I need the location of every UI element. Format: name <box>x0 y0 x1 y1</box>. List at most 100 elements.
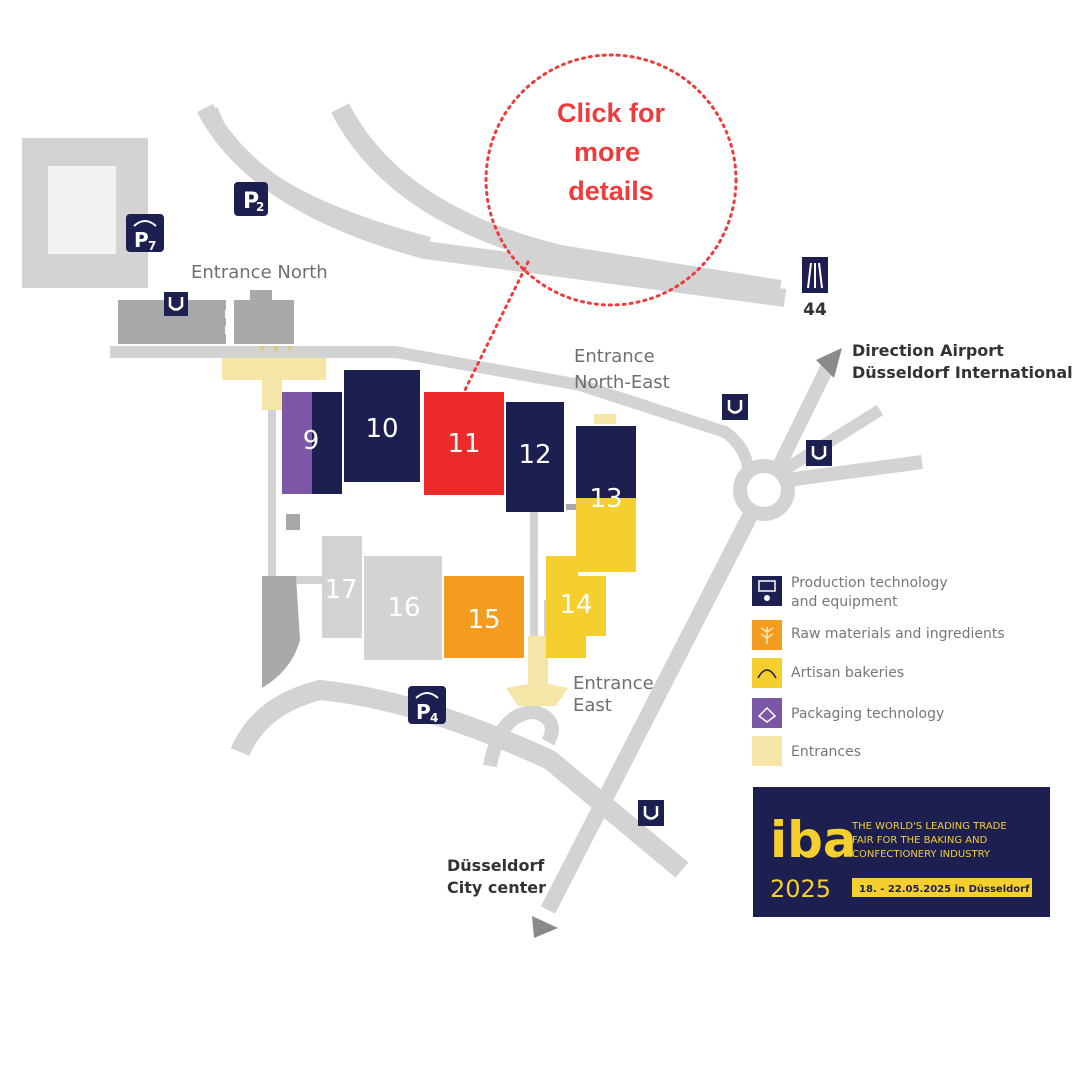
buildings <box>22 138 300 688</box>
road-small-arc <box>212 107 431 243</box>
parking-p4[interactable]: P 4 <box>408 686 446 725</box>
subway-u-glyph <box>643 806 659 820</box>
road-loop <box>483 704 559 768</box>
parking-p7[interactable]: P 7 <box>126 214 164 253</box>
road-boulevard <box>110 346 754 470</box>
subway-icon <box>164 292 188 316</box>
banner-dates: 18. - 22.05.2025 in Düsseldorf <box>859 884 1030 895</box>
callout-line-1[interactable]: Click for <box>557 98 666 128</box>
subway-north <box>164 292 188 316</box>
building-north-east <box>234 300 294 344</box>
hall-17[interactable] <box>322 536 362 638</box>
hall-11-label: 11 <box>447 429 480 459</box>
entrances <box>222 346 616 706</box>
hall-9-packaging[interactable] <box>282 392 314 494</box>
entrance-north-plaza <box>222 358 326 380</box>
motorway-44-sign: 44 <box>802 257 828 320</box>
parking-p7-letter: P <box>134 228 149 252</box>
parking-p2[interactable]: P 2 <box>234 182 268 216</box>
subway-icon <box>806 440 832 466</box>
building-west-carpark <box>262 576 300 688</box>
parking-p2-icon[interactable] <box>234 182 268 216</box>
iba-banner[interactable]: iba THE WORLD'S LEADING TRADE FAIR FOR T… <box>753 787 1050 917</box>
subway-roundabout <box>806 440 832 466</box>
hall-10-label: 10 <box>365 414 398 444</box>
banner-tagline-3: CONFECTIONERY INDUSTRY <box>852 849 991 860</box>
legend-production-1: Production technology <box>791 575 948 591</box>
city-arrow-icon <box>532 916 558 938</box>
croissant-icon <box>752 658 782 688</box>
parking-p7-number: 7 <box>148 239 156 253</box>
hall-16-label: 16 <box>387 593 420 623</box>
parking-p4-letter: P <box>416 700 431 724</box>
hall-9-label: 9 <box>303 426 320 456</box>
road-east <box>786 455 923 487</box>
legend-raw-materials: Raw materials and ingredients <box>791 626 1005 642</box>
entrance-arrow-2 <box>272 346 280 352</box>
entrance-swatch <box>752 736 782 766</box>
subway-u-glyph <box>727 400 743 414</box>
label-entrance-north: Entrance North <box>191 262 328 283</box>
label-city-1: Düsseldorf <box>447 856 545 875</box>
hall-14[interactable] <box>546 556 606 658</box>
entrance-arrow-1 <box>258 346 266 352</box>
label-entrance-ne-2: North-East <box>574 372 670 393</box>
entrance-east-plaza <box>506 636 568 706</box>
banner-tagline-1: THE WORLD'S LEADING TRADE <box>851 821 1007 832</box>
label-airport-2: Düsseldorf International <box>852 363 1073 382</box>
legend-artisan: Artisan bakeries <box>791 665 904 681</box>
callout-line-2[interactable]: more <box>574 137 640 167</box>
hall-13-label: 13 <box>589 484 622 514</box>
hall-15[interactable] <box>444 576 524 658</box>
subway-u-glyph <box>811 446 827 460</box>
subway-icon <box>722 394 748 420</box>
callout-circle[interactable] <box>484 53 738 307</box>
package-icon-glyph <box>757 706 777 723</box>
building-small <box>286 514 300 530</box>
entrance-gap-bottom <box>225 326 234 334</box>
hall-12-label: 12 <box>518 440 551 470</box>
hall-13-production[interactable] <box>576 426 636 498</box>
label-entrance-ne-1: Entrance <box>574 346 655 367</box>
subway-south <box>638 800 664 826</box>
croissant-icon-glyph <box>757 669 777 679</box>
hall-12[interactable] <box>506 402 564 512</box>
parking-p4-number: 4 <box>430 711 438 725</box>
package-icon <box>752 698 782 728</box>
callout-line-3[interactable]: details <box>568 176 654 206</box>
wheat-icon-glyph <box>760 627 774 644</box>
label-airport-1: Direction Airport <box>852 341 1004 360</box>
halls: 9 10 11 12 13 14 15 16 17 <box>282 370 636 660</box>
hall-17-label: 17 <box>324 575 357 605</box>
entrance-north-east-patch <box>594 414 616 424</box>
parking-p2-number: 2 <box>256 200 264 214</box>
road-top-arc-inner <box>331 103 782 300</box>
entrance-arrow-3 <box>286 346 294 352</box>
place-labels: Entrance North Entrance North-East Entra… <box>191 262 1073 897</box>
hall-11[interactable] <box>424 392 504 495</box>
legend-packaging: Packaging technology <box>791 706 944 722</box>
iba-logo: iba <box>770 811 857 869</box>
hall-13-artisan[interactable] <box>576 498 636 572</box>
hall-9-production[interactable] <box>312 392 342 494</box>
subway-icon <box>638 800 664 826</box>
legend-entrances: Entrances <box>791 744 861 760</box>
roundabout <box>733 459 795 521</box>
legend: Production technology and equipment Raw … <box>752 575 1005 766</box>
parking-p7-roof-icon <box>133 220 157 227</box>
motorway-lanes <box>807 262 823 289</box>
airport-arrow-icon <box>816 348 842 378</box>
parking-p4-roof-icon <box>415 692 439 699</box>
hall-10[interactable] <box>344 370 420 482</box>
label-entrance-east-2: East <box>573 695 612 716</box>
hall-14-label: 14 <box>559 590 592 620</box>
entrance-gap-top <box>225 310 234 318</box>
subway-u-glyph <box>168 297 184 311</box>
banner-year: 2025 <box>770 875 831 903</box>
road-top-arc-outer <box>197 103 787 307</box>
details-callout[interactable]: Click for more details <box>462 53 738 394</box>
entrance-north-walk <box>262 378 282 410</box>
hall-16[interactable] <box>364 556 442 660</box>
banner-tagline-2: FAIR FOR THE BAKING AND <box>852 835 988 846</box>
label-entrance-east-1: Entrance <box>573 673 654 694</box>
